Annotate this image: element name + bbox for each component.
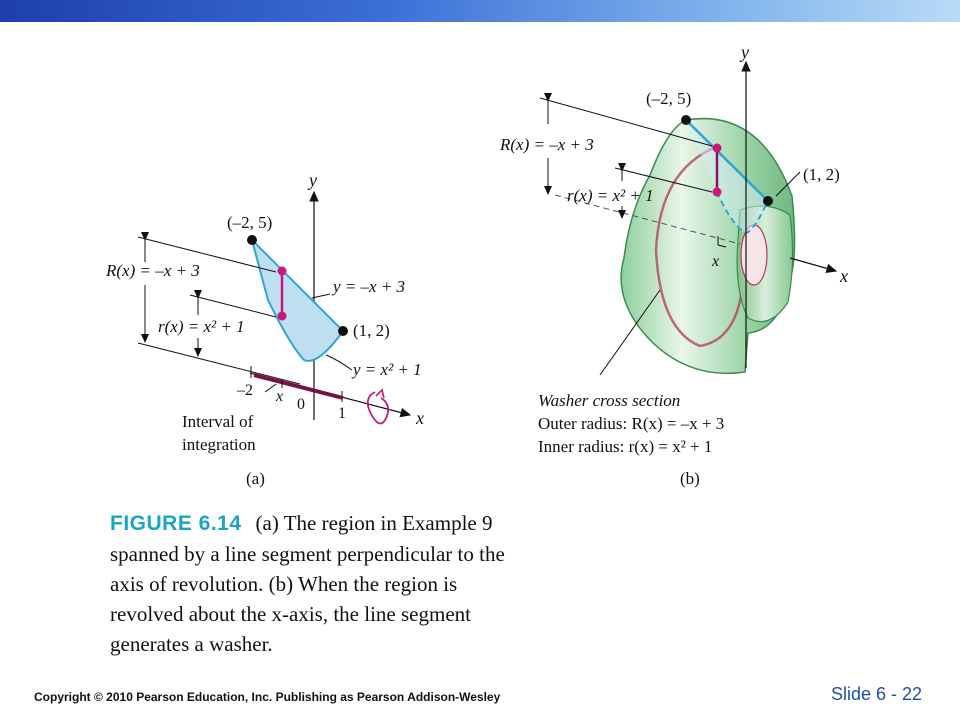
x-axis-label-a: x	[415, 408, 424, 428]
sublabel-b: (b)	[680, 469, 700, 488]
figure-a: y x (–2, 5) (1, 2) R(x) = –x + 3 r(x)	[105, 170, 424, 488]
point-top-label-b: (–2, 5)	[646, 89, 691, 108]
interval-label-2: integration	[182, 435, 256, 454]
outer-radius-label: Outer radius: R(x) = –x + 3	[538, 414, 724, 433]
curve-label-a: y = x² + 1	[351, 360, 422, 379]
point-right-label-a: (1, 2)	[353, 321, 390, 340]
rotation-arrow-icon	[366, 391, 390, 425]
interval-segment	[253, 373, 344, 400]
inner-radius-label: Inner radius: r(x) = x² + 1	[538, 437, 712, 456]
caption-text: (a) The region in Example 9 spanned by a…	[110, 511, 505, 656]
point-top-b	[681, 115, 691, 125]
caption-label: FIGURE 6.14	[110, 512, 242, 535]
r-label-b: r(x) = x² + 1	[567, 186, 654, 205]
interval-label-1: Interval of	[182, 412, 254, 431]
point-right-a	[338, 326, 348, 336]
tick-x-a: x	[275, 388, 283, 405]
point-top-label-a: (–2, 5)	[227, 213, 272, 232]
point-right-label-b: (1, 2)	[803, 165, 840, 184]
copyright-text: Copyright © 2010 Pearson Education, Inc.…	[34, 690, 501, 704]
x-axis-b	[789, 257, 838, 274]
y-axis-label-a: y	[307, 170, 317, 190]
region-a	[250, 236, 345, 362]
point-top-a	[247, 235, 257, 245]
figure-b: y x x (–2, 5) (1, 2) R(x) = –x + 3 r(x) …	[499, 42, 848, 488]
R-label-a: R(x) = –x + 3	[105, 261, 200, 280]
R-label-b: R(x) = –x + 3	[499, 135, 594, 154]
washer-title: Washer cross section	[538, 391, 680, 410]
tick-1-a: 1	[338, 405, 346, 422]
tick-0-a: 0	[297, 396, 305, 413]
x-label-b: x	[711, 253, 719, 270]
tick-neg2-a: –2	[236, 382, 253, 399]
title-bar	[0, 0, 960, 22]
y-axis-label-b: y	[739, 42, 749, 62]
sublabel-a: (a)	[246, 469, 265, 488]
washer-hole	[740, 224, 768, 286]
line-label-a: y = –x + 3	[331, 277, 405, 296]
point-right-b	[763, 196, 773, 206]
figure-caption: FIGURE 6.14(a) The region in Example 9 s…	[110, 508, 510, 659]
r-label-a: r(x) = x² + 1	[158, 317, 245, 336]
x-axis-label-b: x	[839, 266, 848, 286]
slide-number: Slide 6 - 22	[830, 684, 922, 704]
